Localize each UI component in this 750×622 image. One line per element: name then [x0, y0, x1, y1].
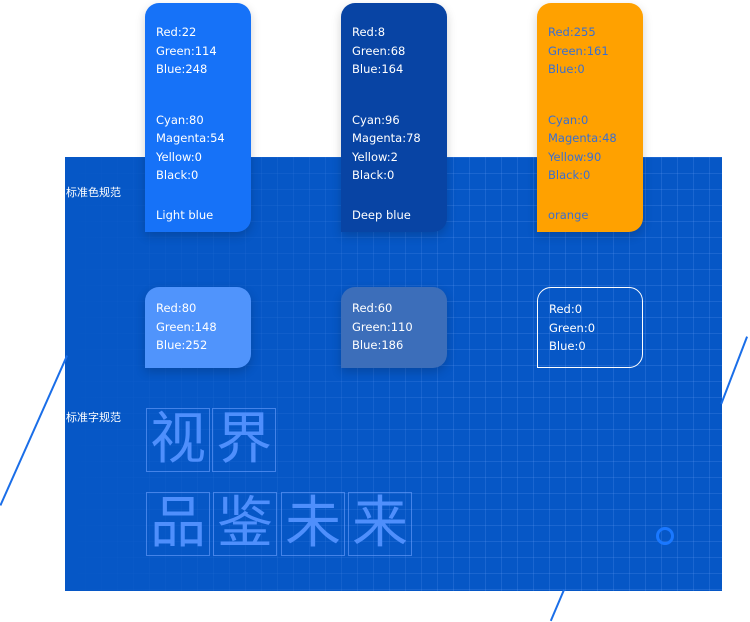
glyph: 视 — [146, 408, 210, 472]
ring-icon — [656, 527, 674, 545]
glyph: 未 — [281, 492, 345, 556]
cmyk-value: Yellow:0 — [156, 149, 202, 164]
decor-line — [550, 589, 565, 622]
rgb-value: Blue:248 — [156, 62, 208, 76]
rgb-value: Blue:164 — [352, 62, 404, 76]
spacer — [548, 79, 632, 111]
cmyk-value: Yellow:90 — [548, 149, 602, 164]
glyph: 来 — [348, 492, 412, 556]
rgb-value: Blue:252 — [156, 338, 208, 352]
section-label-color: 标准色规范 — [66, 186, 121, 199]
rgb-value: Red:80 — [156, 301, 197, 315]
glyph: 鉴 — [213, 492, 277, 556]
rgb-value: Green:114 — [156, 43, 217, 58]
decor-line — [720, 336, 748, 405]
rgb-value: Green:68 — [352, 43, 406, 58]
rgb-value: Red:60 — [352, 301, 393, 315]
decor-line — [0, 355, 68, 506]
cmyk-value: Black:0 — [156, 168, 199, 182]
rgb-value: Blue:0 — [548, 62, 585, 76]
spacer — [156, 79, 240, 111]
rgb-value: Green:161 — [548, 43, 609, 58]
glyph: 品 — [146, 492, 210, 556]
spacer — [352, 79, 436, 111]
cmyk-value: Cyan:96 — [352, 112, 400, 127]
rgb-value: Red:0 — [549, 302, 583, 316]
section-label-font: 标准字规范 — [66, 411, 121, 424]
rgb-value: Red:8 — [352, 25, 386, 39]
rgb-value: Red:255 — [548, 25, 596, 39]
cmyk-value: Magenta:48 — [548, 131, 617, 145]
cmyk-value: Yellow:2 — [352, 149, 398, 164]
glyph: 界 — [212, 408, 276, 472]
rgb-value: Green:0 — [549, 320, 596, 335]
cmyk-value: Black:0 — [352, 168, 395, 182]
cmyk-value: Magenta:78 — [352, 131, 421, 145]
cmyk-value: Cyan:80 — [156, 112, 204, 127]
rgb-value: Blue:0 — [549, 339, 586, 353]
rgb-value: Blue:186 — [352, 338, 404, 352]
rgb-value: Green:110 — [352, 319, 413, 334]
rgb-value: Green:148 — [156, 319, 217, 334]
color-name: Deep blue — [352, 207, 411, 222]
cmyk-value: Black:0 — [548, 168, 591, 182]
color-name: orange — [548, 207, 589, 222]
rgb-value: Red:22 — [156, 25, 197, 39]
cmyk-value: Magenta:54 — [156, 131, 225, 145]
color-name: Light blue — [156, 207, 214, 222]
cmyk-value: Cyan:0 — [548, 112, 589, 127]
